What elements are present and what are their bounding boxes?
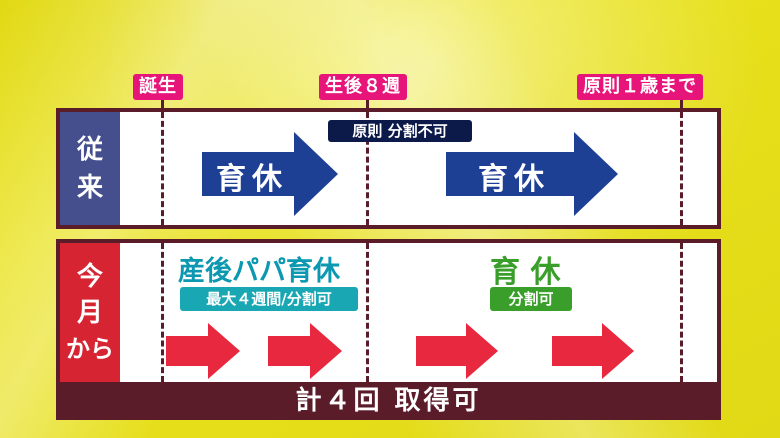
panel-conventional: 従 来 育休 原則 分割不可 育休 xyxy=(56,108,721,229)
side-char: 従 xyxy=(76,134,103,165)
side-char: 今 xyxy=(76,261,103,292)
divider-week-8 xyxy=(366,243,369,382)
arrow-label: 育休 xyxy=(216,162,288,197)
side-char: から xyxy=(66,334,114,363)
tag-connector xyxy=(680,100,683,108)
divider-birth xyxy=(161,112,164,225)
divider-birth xyxy=(161,243,164,382)
side-char: 月 xyxy=(76,297,103,328)
divider-week-8 xyxy=(366,112,369,225)
tag-week-8: 生後８週 xyxy=(319,74,407,100)
red-arrow-icon xyxy=(416,323,498,379)
panel-new-system: 今 月 から 産後パパ育休 最大４週間/分割可 育 休 分割可 xyxy=(56,239,721,386)
tag-age-1: 原則１歳まで xyxy=(577,74,703,100)
side-label-new: 今 月 から xyxy=(60,243,120,382)
no-split-badge: 原則 分割不可 xyxy=(328,120,472,142)
red-arrow-icon xyxy=(552,323,634,379)
red-arrow-icon xyxy=(166,323,240,379)
papa-leave-title: 産後パパ育休 xyxy=(178,256,340,287)
childcare-leave-arrow-2: 育休 xyxy=(446,132,618,216)
tag-connector xyxy=(366,100,369,108)
blue-arrow-icon xyxy=(446,132,618,216)
tag-birth: 誕生 xyxy=(133,74,183,100)
tag-connector xyxy=(161,100,164,108)
side-label-conventional: 従 来 xyxy=(60,112,120,225)
divider-age-1 xyxy=(680,243,683,382)
papa-leave-badge: 最大４週間/分割可 xyxy=(180,287,358,311)
childcare-leave-arrow-1: 育休 xyxy=(202,132,338,216)
side-char: 来 xyxy=(76,172,103,203)
divider-age-1 xyxy=(680,112,683,225)
blue-arrow-icon xyxy=(202,132,338,216)
red-arrow-icon xyxy=(268,323,342,379)
split-ok-badge: 分割可 xyxy=(490,287,572,311)
childcare-leave-title: 育 休 xyxy=(490,255,561,290)
arrow-label: 育休 xyxy=(478,162,550,197)
total-summary-bar: 計４回 取得可 xyxy=(56,383,721,420)
